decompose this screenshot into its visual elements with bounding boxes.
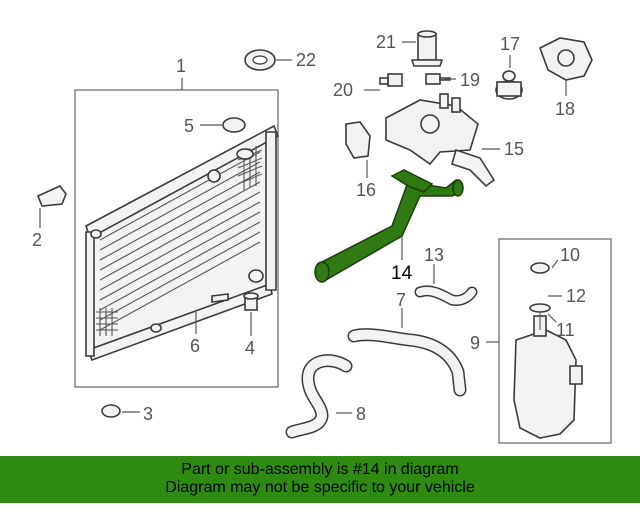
callout-14-highlighted: 14 bbox=[391, 263, 413, 284]
part-5-radiator-cap bbox=[222, 117, 246, 133]
callout-10: 10 bbox=[560, 245, 580, 265]
callout-4: 4 bbox=[245, 338, 255, 358]
callout-22: 22 bbox=[296, 50, 316, 70]
part-2-bracket bbox=[36, 185, 67, 207]
part-15-water-outlet bbox=[385, 93, 496, 188]
callout-19: 19 bbox=[460, 70, 480, 90]
part-16-gasket bbox=[345, 121, 371, 159]
part-18-thermostat-housing bbox=[539, 37, 593, 81]
callout-17: 17 bbox=[500, 34, 520, 54]
callout-12: 12 bbox=[566, 286, 586, 306]
callout-18: 18 bbox=[555, 99, 575, 119]
callout-8: 8 bbox=[356, 404, 366, 424]
callout-5: 5 bbox=[184, 116, 194, 136]
part-20-sensor bbox=[379, 73, 403, 87]
banner-line-disclaimer: Diagram may not be specific to your vehi… bbox=[165, 479, 475, 496]
callout-20: 20 bbox=[333, 80, 353, 100]
callout-16: 16 bbox=[356, 180, 376, 200]
callout-1: 1 bbox=[176, 56, 186, 76]
callout-11: 11 bbox=[556, 320, 575, 340]
callout-15: 15 bbox=[504, 139, 524, 159]
part-17-thermostat bbox=[495, 70, 523, 100]
part-22-gasket-ring bbox=[244, 49, 276, 71]
reservoir-group-box bbox=[498, 238, 612, 444]
callout-21: 21 bbox=[376, 32, 396, 52]
banner-line-part-number: Part or sub-assembly is #14 in diagram bbox=[181, 461, 459, 478]
part-14-water-pipe-highlighted bbox=[314, 169, 464, 283]
callout-13: 13 bbox=[424, 245, 444, 265]
part-3-cap bbox=[101, 404, 121, 418]
exploded-parts-diagram: 1 2 3 4 5 6 7 8 9 10 11 12 13 14 15 16 1… bbox=[32, 30, 612, 444]
callout-9: 9 bbox=[470, 333, 480, 353]
part-21-fitting bbox=[410, 30, 444, 67]
callout-6: 6 bbox=[190, 336, 200, 356]
part-4-drain-plug bbox=[243, 292, 259, 311]
radiator-group-box bbox=[74, 89, 280, 388]
callout-3: 3 bbox=[143, 404, 153, 424]
callout-2: 2 bbox=[32, 230, 42, 250]
info-banner: Part or sub-assembly is #14 in diagram D… bbox=[0, 456, 640, 503]
callout-7: 7 bbox=[396, 290, 406, 310]
